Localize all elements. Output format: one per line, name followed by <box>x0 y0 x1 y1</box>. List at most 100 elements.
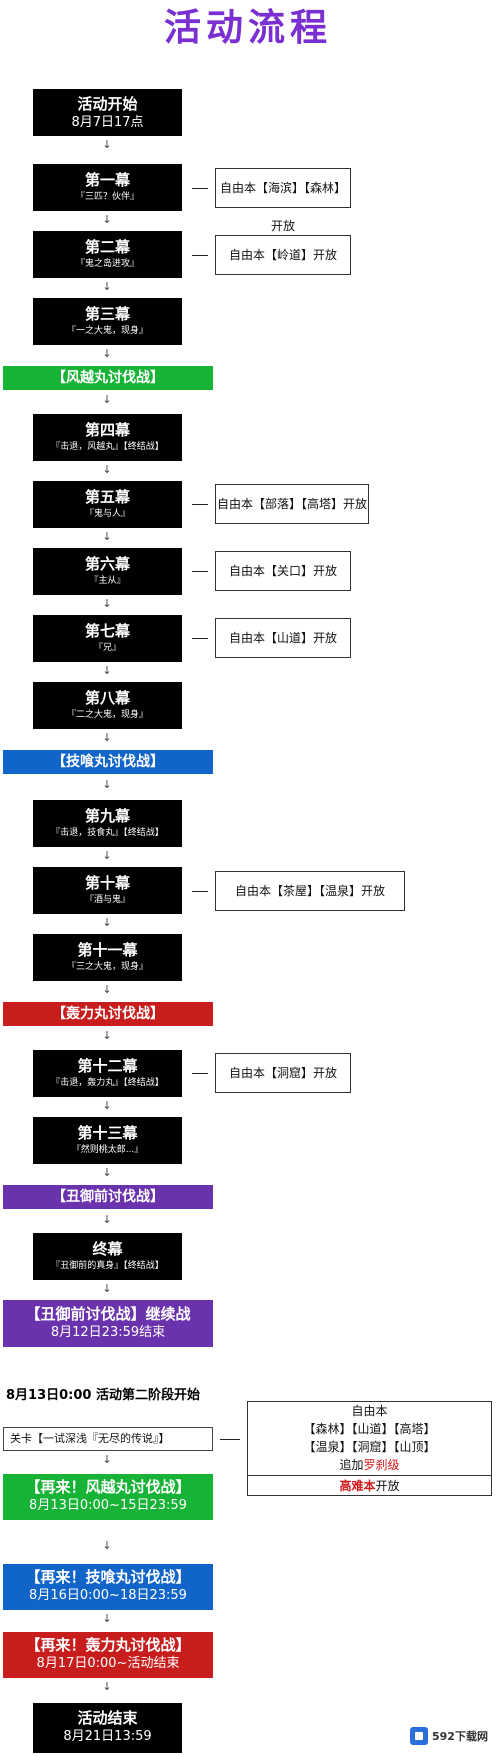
connector-dash <box>192 255 208 256</box>
free-box-line3: 追加罗刹级 <box>248 1456 491 1474</box>
continuation-date: 8月12日23:59结束 <box>50 1325 166 1340</box>
connector-dash <box>220 1439 240 1440</box>
raid-band-ushigozen: 【丑御前讨伐战】 <box>3 1185 213 1209</box>
connector-dash <box>192 188 208 189</box>
raid-band-gikuimaru: 【技喰丸讨伐战】 <box>3 750 213 774</box>
connector-dash <box>192 1073 208 1074</box>
act-title: 第四幕 <box>84 421 130 439</box>
watermark-text: 592下载网 <box>432 1730 488 1743</box>
act-subtitle: 『三匹？伙伴』 <box>75 192 139 202</box>
hard-quest-suffix: 开放 <box>375 1479 400 1493</box>
act-title: 第二幕 <box>84 238 130 256</box>
down-arrow-icon: ↓ <box>102 1539 112 1552</box>
down-arrow-icon: ↓ <box>102 849 112 862</box>
act-subtitle: 『鬼与人』 <box>84 509 130 519</box>
down-arrow-icon: ↓ <box>102 1166 112 1179</box>
act-subtitle: 『三之大鬼，现身』 <box>66 962 148 972</box>
act-subtitle: 『丑御前的真身』【终结战】 <box>51 1261 164 1271</box>
act-block-9: 第九幕 『击退，技食丸』【终结战】 <box>33 800 182 847</box>
act-block-11: 第十一幕 『三之大鬼，现身』 <box>33 934 182 981</box>
act-subtitle: 『击退，轰力丸』【终结战】 <box>51 1078 164 1088</box>
act-block-12: 第十二幕 『击退，轰力丸』【终结战】 <box>33 1050 182 1097</box>
act-title: 终幕 <box>92 1240 123 1258</box>
act-block-5: 第五幕 『鬼与人』 <box>33 481 182 528</box>
act-block-13: 第十三幕 『然则桃太郎...』 <box>33 1117 182 1164</box>
hard-quest-line: 高难本开放 <box>248 1476 491 1496</box>
down-arrow-icon: ↓ <box>102 530 112 543</box>
act-subtitle: 『鬼之岛进攻』 <box>75 259 139 269</box>
free-box-line3-highlight: 罗刹级 <box>363 1458 400 1472</box>
act-block-1: 第一幕 『三匹？伙伴』 <box>33 164 182 211</box>
rematch-date: 8月16日0:00~18日23:59 <box>29 1588 187 1603</box>
act-block-final: 终幕 『丑御前的真身』【终结战】 <box>33 1233 182 1280</box>
down-arrow-icon: ↓ <box>102 213 112 226</box>
act-title: 第十二幕 <box>77 1057 138 1075</box>
phase2-free-quest-box: 自由本 【森林】【山道】【高塔】 【温泉】【洞窟】【山顶】 追加罗刹级 高难本开… <box>247 1401 492 1496</box>
act-title: 第十幕 <box>84 874 130 892</box>
phase2-label: 8月13日0:00 活动第二阶段开始 <box>6 1388 200 1403</box>
act-title: 第五幕 <box>84 488 130 506</box>
free-box-title: 自由本 <box>351 1404 388 1418</box>
act-title: 第十一幕 <box>77 941 138 959</box>
rematch-title: 【再来！技喰丸讨伐战】 <box>25 1568 191 1586</box>
event-end-block: 活动结束 8月21日13:59 <box>33 1703 182 1753</box>
act-title: 第七幕 <box>84 622 130 640</box>
down-arrow-icon: ↓ <box>102 1282 112 1295</box>
act-subtitle: 『击退，技食丸』【终结战】 <box>51 828 164 838</box>
connector-dash <box>192 571 208 572</box>
down-arrow-icon: ↓ <box>102 1213 112 1226</box>
act-subtitle: 『一之大鬼，现身』 <box>66 326 148 336</box>
site-watermark: 592下载网 <box>410 1722 492 1750</box>
rematch-date: 8月17日0:00~活动结束 <box>36 1656 180 1671</box>
connector-dash <box>192 504 208 505</box>
act-title: 第八幕 <box>84 689 130 707</box>
event-end-title: 活动结束 <box>77 1709 138 1727</box>
down-arrow-icon: ↓ <box>102 778 112 791</box>
event-start-date: 8月7日17点 <box>71 115 144 130</box>
act-subtitle: 『击退，风越丸』【终结战】 <box>51 442 164 452</box>
event-start-block: 活动开始 8月7日17点 <box>33 89 182 136</box>
page-title: 活动流程 <box>164 6 332 49</box>
act-block-8: 第八幕 『二之大鬼，现身』 <box>33 682 182 729</box>
rematch-block-2: 【再来！技喰丸讨伐战】 8月16日0:00~18日23:59 <box>3 1564 213 1610</box>
act-title: 第十三幕 <box>77 1124 138 1142</box>
down-arrow-icon: ↓ <box>102 664 112 677</box>
rematch-title: 【再来！风越丸讨伐战】 <box>25 1478 191 1496</box>
down-arrow-icon: ↓ <box>102 1029 112 1042</box>
down-arrow-icon: ↓ <box>102 347 112 360</box>
down-arrow-icon: ↓ <box>102 280 112 293</box>
down-arrow-icon: ↓ <box>102 916 112 929</box>
rematch-block-3: 【再来！轰力丸讨伐战】 8月17日0:00~活动结束 <box>3 1632 213 1678</box>
free-quest-box-2: 自由本【岭道】开放 <box>215 235 351 275</box>
site-logo-icon <box>410 1727 428 1745</box>
down-arrow-icon: ↓ <box>102 1680 112 1693</box>
free-quest-box-5: 自由本【山道】开放 <box>215 618 351 658</box>
continuation-title: 【丑御前讨伐战】继续战 <box>25 1305 191 1323</box>
free-quest-box-3: 自由本【部落】【高塔】开放 <box>215 484 369 524</box>
act-subtitle: 『酒与鬼』 <box>84 895 130 905</box>
down-arrow-icon: ↓ <box>102 983 112 996</box>
act-block-2: 第二幕 『鬼之岛进攻』 <box>33 231 182 278</box>
connector-dash <box>192 891 208 892</box>
gate-quest-box: 关卡【一试深浅『无尽的传说』】 <box>3 1427 213 1451</box>
free-quest-box-6: 自由本【茶屋】【温泉】开放 <box>215 871 405 911</box>
act-title: 第三幕 <box>84 305 130 323</box>
act-block-7: 第七幕 『兄』 <box>33 615 182 662</box>
hard-quest-highlight: 高难本 <box>339 1479 376 1493</box>
raid-band-todorokimaru: 【轰力丸讨伐战】 <box>3 1002 213 1026</box>
rematch-block-1: 【再来！风越丸讨伐战】 8月13日0:00~15日23:59 <box>3 1474 213 1520</box>
act-subtitle: 『兄』 <box>93 643 121 653</box>
raid-band-kazekoshimaru: 【风越丸讨伐战】 <box>3 366 213 390</box>
act-block-6: 第六幕 『主从』 <box>33 548 182 595</box>
act-subtitle: 『主从』 <box>89 576 126 586</box>
down-arrow-icon: ↓ <box>102 1453 112 1466</box>
down-arrow-icon: ↓ <box>102 463 112 476</box>
event-end-date: 8月21日13:59 <box>63 1729 152 1744</box>
free-box-line3-prefix: 追加 <box>339 1458 364 1472</box>
down-arrow-icon: ↓ <box>102 393 112 406</box>
act-block-3: 第三幕 『一之大鬼，现身』 <box>33 298 182 345</box>
free-box-line2: 【温泉】【洞窟】【山顶】 <box>303 1440 436 1454</box>
free-quest-box-7: 自由本【洞窟】开放 <box>215 1053 351 1093</box>
down-arrow-icon: ↓ <box>102 1612 112 1625</box>
free-box-line1: 【森林】【山道】【高塔】 <box>303 1422 436 1436</box>
